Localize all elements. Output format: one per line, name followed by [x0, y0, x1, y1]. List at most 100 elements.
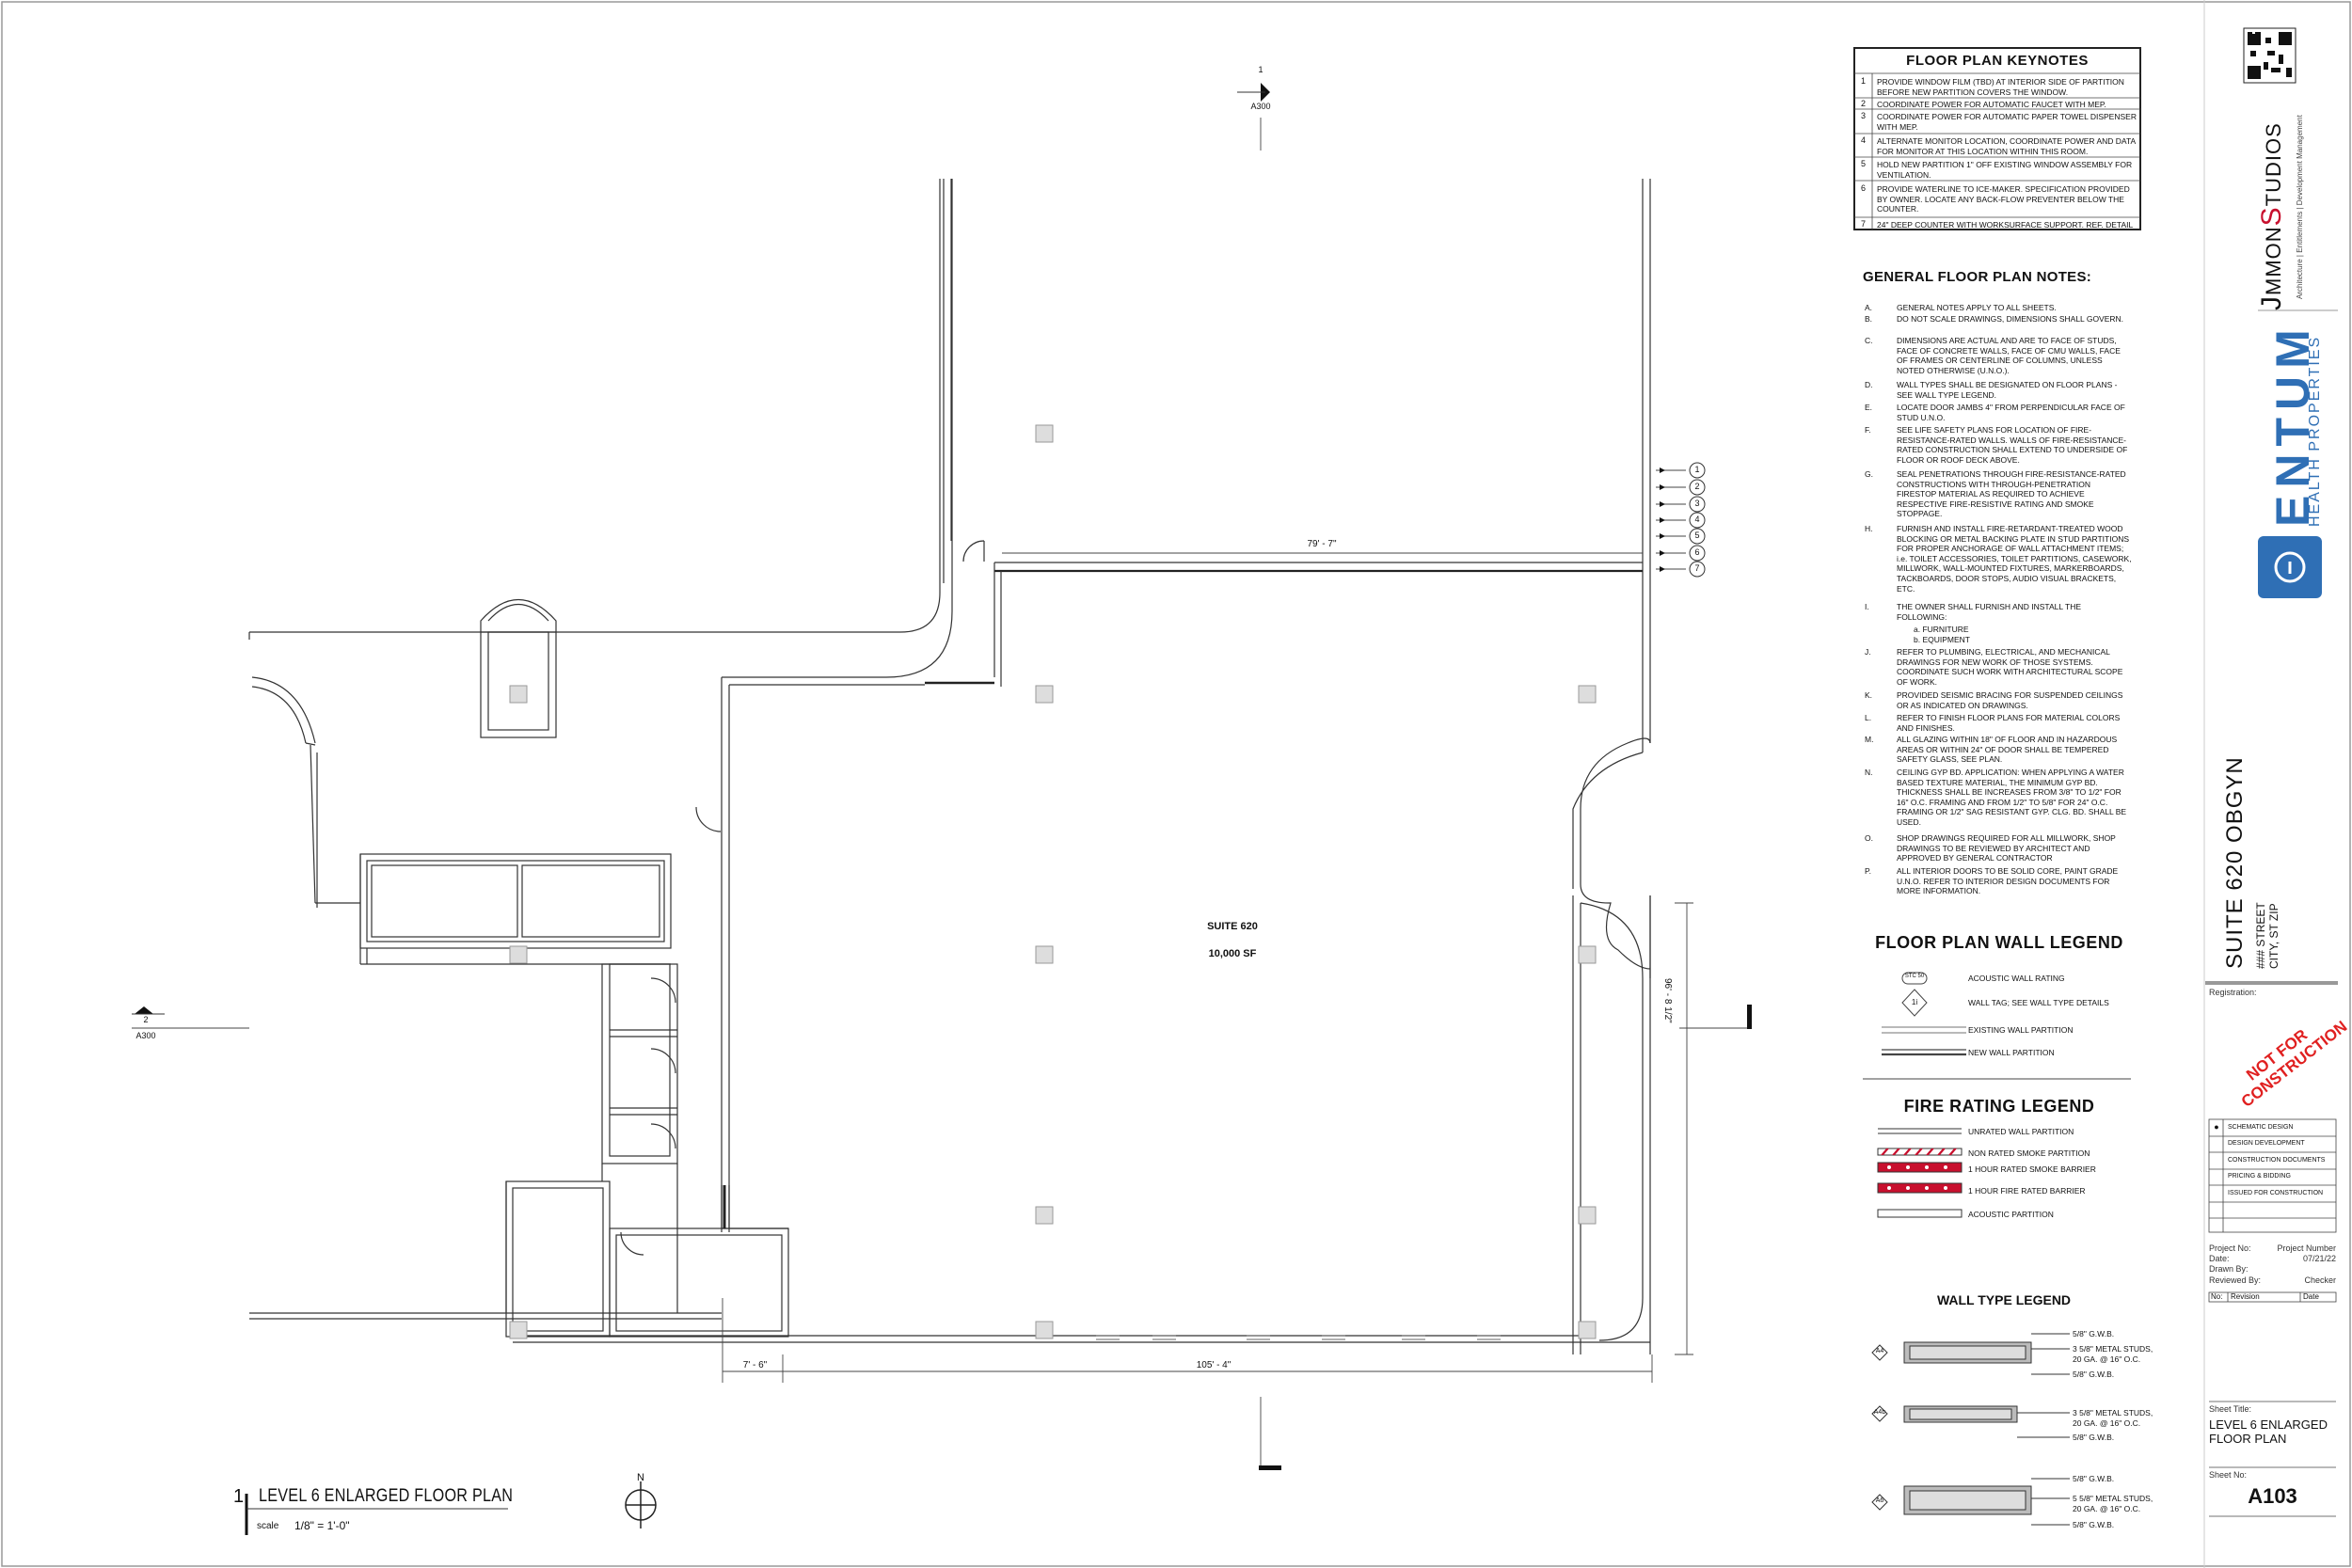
sheet-no-label: Sheet No: — [2209, 1470, 2248, 1480]
wall-type-label: 5/8" G.W.B. — [2073, 1329, 2115, 1338]
stc-tag: STC 50 — [1904, 974, 1925, 979]
section-cut-right — [1747, 1005, 1752, 1029]
phase-marker-icon: ● — [2214, 1122, 2219, 1132]
wall-type-details — [1871, 1333, 2070, 1526]
floor-plan — [248, 179, 1651, 1354]
keynote-num: 2 — [1860, 99, 1866, 108]
column-grid — [509, 424, 1597, 1339]
dim-top: 79' - 7" — [1307, 539, 1337, 549]
keynote-text: COORDINATE POWER FOR AUTOMATIC FAUCET WI… — [1877, 100, 2106, 109]
keynotes-title: FLOOR PLAN KEYNOTES — [1906, 53, 2089, 69]
dim-bottom-main: 105' - 4" — [1196, 1360, 1232, 1370]
fire-legend-item: 1 HOUR FIRE RATED BARRIER — [1968, 1186, 2086, 1196]
project-address-2: CITY, ST ZIP — [2267, 903, 2280, 969]
keynote-num: 4 — [1860, 135, 1866, 145]
section-left-num: 2 — [143, 1015, 149, 1024]
wall-type-label: 5/8" G.W.B. — [2073, 1370, 2115, 1379]
fire-legend-item: 1 HOUR RATED SMOKE BARRIER — [1968, 1164, 2096, 1174]
revision-header: Revision — [2231, 1292, 2260, 1301]
fire-legend-symbols — [1877, 1128, 1963, 1218]
sheet-number: A103 — [2248, 1484, 2297, 1508]
wall-type-label: 20 GA. @ 16" O.C. — [2073, 1504, 2141, 1513]
fire-legend-item: UNRATED WALL PARTITION — [1968, 1127, 2074, 1136]
scale-value: 1/8" = 1'-0" — [294, 1519, 350, 1532]
fire-legend-item: NON RATED SMOKE PARTITION — [1968, 1148, 2090, 1158]
project-title: SUITE 620 OBGYN — [2222, 756, 2248, 969]
wall-legend-item: NEW WALL PARTITION — [1968, 1048, 2055, 1057]
phase-item: ISSUED FOR CONSTRUCTION — [2228, 1190, 2324, 1196]
drawing-title: LEVEL 6 ENLARGED FLOOR PLAN — [259, 1486, 514, 1506]
wall-legend-item: WALL TAG; SEE WALL TYPE DETAILS — [1968, 998, 2109, 1007]
section-top-num: 1 — [1258, 65, 1263, 74]
keynote-tag-6: 6 — [1694, 547, 1700, 557]
scale-label: scale — [257, 1521, 279, 1531]
dim-bottom-left: 7' - 6" — [742, 1360, 768, 1370]
keynote-text: HOLD NEW PARTITION 1" OFF EXISTING WINDO… — [1877, 160, 2133, 180]
phase-item: PRICING & BIDDING — [2228, 1173, 2291, 1180]
fire-legend-title: FIRE RATING LEGEND — [1903, 1097, 2095, 1116]
keynote-text: 24" DEEP COUNTER WITH WORKSURFACE SUPPOR… — [1877, 220, 2134, 230]
suite-name: SUITE 620 — [1207, 921, 1258, 932]
keynote-tag-2: 2 — [1694, 482, 1700, 491]
keynote-tag-1: 1 — [1694, 465, 1700, 474]
wall-type-label: 5 5/8" METAL STUDS, — [2073, 1494, 2153, 1503]
revision-no-header: No: — [2211, 1292, 2223, 1301]
keynote-arrows — [1660, 467, 1665, 572]
date-value: 07/21/22 — [2302, 1254, 2336, 1263]
reviewed-by-value: Checker — [2304, 1275, 2336, 1285]
wall-tag: 1i — [1911, 998, 1918, 1006]
keynote-num: 5 — [1860, 159, 1866, 168]
phase-item: CONSTRUCTION DOCUMENTS — [2228, 1157, 2326, 1164]
wall-type-label: 20 GA. @ 16" O.C. — [2073, 1354, 2141, 1364]
wall-type-label: 3 5/8" METAL STUDS, — [2073, 1408, 2153, 1418]
section-left-sheet: A300 — [135, 1031, 156, 1040]
keynote-text: ALTERNATE MONITOR LOCATION, COORDINATE P… — [1877, 136, 2136, 156]
general-notes-title: GENERAL FLOOR PLAN NOTES: — [1863, 269, 2092, 285]
wall-type-title: WALL TYPE LEGEND — [1936, 1292, 2072, 1307]
wall-type-tag: A4 — [1875, 1348, 1884, 1354]
reviewed-by-label: Reviewed By: — [2209, 1275, 2262, 1285]
keynote-tag-7: 7 — [1694, 563, 1700, 573]
wall-legend-symbols — [1863, 972, 2131, 1080]
wall-type-label: 3 5/8" METAL STUDS, — [2073, 1344, 2153, 1354]
fire-legend-item: ACOUSTIC PARTITION — [1968, 1210, 2054, 1219]
suite-area: 10,000 SF — [1208, 948, 1257, 959]
keynote-num: 3 — [1860, 111, 1866, 120]
wall-legend-title: FLOOR PLAN WALL LEGEND — [1875, 933, 2123, 952]
wall-type-tag: A6 — [1875, 1497, 1884, 1504]
sheet-title-line-1: LEVEL 6 ENLARGED — [2209, 1418, 2328, 1432]
keynote-num: 7 — [1860, 219, 1866, 229]
wall-type-tag: A4b — [1873, 1409, 1886, 1416]
phase-table — [2208, 1118, 2337, 1517]
keynotes-box — [1853, 47, 2141, 230]
keynote-text: PROVIDE WATERLINE TO ICE-MAKER. SPECIFIC… — [1877, 184, 2130, 214]
client-sub: HEALTH PROPERTIES — [2307, 335, 2323, 527]
revision-date-header: Date — [2303, 1292, 2319, 1301]
drawing-number: 1 — [233, 1486, 245, 1507]
section-top-sheet: A300 — [1250, 102, 1271, 111]
keynote-num: 6 — [1860, 183, 1866, 193]
dim-right: 96' - 8 1/2" — [1662, 978, 1673, 1023]
wall-type-label: 5/8" G.W.B. — [2073, 1433, 2115, 1442]
dimension-lines — [132, 118, 1750, 1467]
keynote-text: COORDINATE POWER FOR AUTOMATIC PAPER TOW… — [1877, 112, 2137, 132]
keynote-tag-3: 3 — [1694, 499, 1700, 508]
section-arrow-left — [135, 1006, 153, 1014]
north-label: N — [637, 1472, 644, 1483]
project-no-label: Project No: — [2209, 1243, 2251, 1253]
project-no-value: Project Number — [2277, 1243, 2336, 1253]
firm-name: JMMONSTUDIOS — [2256, 122, 2287, 310]
keynote-num: 1 — [1860, 76, 1866, 86]
wall-type-label: 5/8" G.W.B. — [2073, 1520, 2115, 1529]
keynote-tags — [1689, 462, 1706, 578]
wall-legend-item: ACOUSTIC WALL RATING — [1968, 974, 2065, 983]
registration-label: Registration: — [2209, 988, 2257, 997]
firm-tagline: Architecture | Entitlements | Developmen… — [2296, 115, 2304, 299]
wall-type-label: 20 GA. @ 16" O.C. — [2073, 1418, 2141, 1428]
keynote-tag-4: 4 — [1694, 515, 1700, 524]
section-cut-bottom — [1259, 1465, 1281, 1470]
wall-type-label: 5/8" G.W.B. — [2073, 1474, 2115, 1483]
north-arrow-icon — [625, 1481, 657, 1528]
